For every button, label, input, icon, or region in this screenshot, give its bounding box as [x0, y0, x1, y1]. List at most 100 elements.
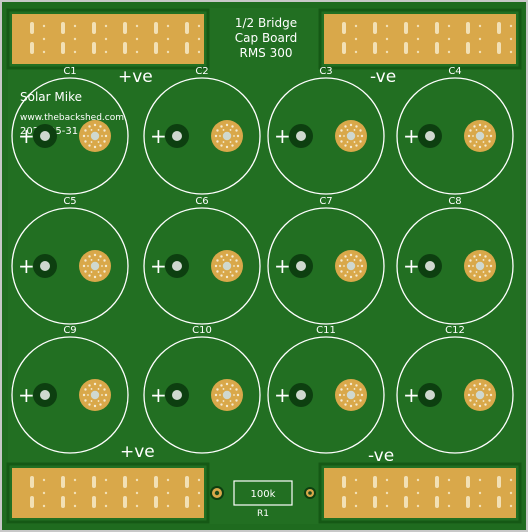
slot-hole: [497, 476, 501, 488]
capacitor-c2: C2+: [143, 66, 261, 195]
slot-hole: [466, 42, 470, 54]
cap-pad-via: [231, 125, 234, 128]
cap-pad-via: [344, 125, 347, 128]
capacitor-ref: C9: [63, 325, 76, 336]
cap-pad-via: [229, 400, 232, 402]
cap-pad-via: [340, 388, 343, 391]
via-dot: [73, 24, 77, 28]
slot-hole: [342, 22, 346, 34]
slot-hole: [404, 22, 408, 34]
busbar-pad-bottom-right: [324, 468, 516, 518]
cap-pad-via: [219, 265, 221, 267]
capacitor-c6: C6+: [143, 196, 261, 325]
author-label: Solar Mike: [20, 90, 82, 104]
cap-pad-via: [349, 145, 353, 149]
cap-pad-positive-hole: [172, 390, 182, 400]
cap-pad-via: [235, 388, 238, 391]
cap-pad-via: [88, 125, 91, 128]
via-dot: [104, 491, 108, 495]
slot-hole: [154, 22, 158, 34]
cap-pad-via: [353, 271, 356, 273]
capacitor-c10: C10+: [143, 325, 261, 454]
cap-pad-via: [482, 259, 485, 261]
cap-pad-via: [99, 274, 102, 277]
slot-hole: [154, 42, 158, 54]
via-dot: [354, 478, 358, 482]
cap-pad-positive-hole: [425, 390, 435, 400]
via-dot: [73, 504, 77, 508]
capacitor-ref: C3: [319, 66, 332, 77]
cap-pad-via: [103, 140, 106, 143]
via-dot: [73, 491, 77, 495]
cap-pad-via: [469, 388, 472, 391]
cap-pad-via: [340, 129, 343, 132]
cap-pad-via: [489, 393, 493, 397]
via-dot: [385, 50, 389, 54]
via-dot: [73, 50, 77, 54]
cap-pad-via: [88, 274, 91, 277]
cap-pad-negative-hole: [222, 131, 232, 141]
cap-pad-via: [344, 403, 347, 406]
capacitor-c8: C8+: [396, 196, 514, 325]
slot-hole: [92, 476, 96, 488]
cap-pad-via: [88, 403, 91, 406]
cap-pad-via: [103, 399, 106, 402]
cap-pad-via: [93, 123, 97, 127]
via-dot: [478, 50, 482, 54]
resistor-value: 100k: [251, 489, 276, 500]
cap-pad-via: [472, 135, 474, 137]
slot-hole: [61, 42, 65, 54]
via-dot: [42, 504, 46, 508]
via-dot: [447, 50, 451, 54]
polarity-plus-mark: +: [403, 254, 420, 278]
capacitor-outline: [267, 207, 385, 325]
cap-pad-via: [473, 384, 476, 387]
slot-hole: [466, 476, 470, 488]
cap-pad-via: [229, 259, 232, 261]
cap-pad-negative-hole: [475, 390, 485, 400]
via-dot: [42, 478, 46, 482]
capacitor-c3: C3+: [267, 66, 385, 195]
cap-pad-via: [346, 388, 349, 390]
cap-pad-via: [355, 125, 358, 128]
polarity-plus-mark: +: [18, 254, 35, 278]
slot-hole: [435, 476, 439, 488]
via-dot: [73, 478, 77, 482]
slot-hole: [435, 22, 439, 34]
cap-pad-via: [482, 400, 485, 402]
cap-pad-via: [357, 135, 359, 137]
busbar-outline-bottom-left: [6, 462, 210, 524]
cap-pad-via: [82, 134, 86, 138]
cap-pad-via: [220, 274, 223, 277]
capacitor-outline: [11, 336, 129, 454]
cap-pad-via: [346, 400, 349, 402]
cap-pad-via: [90, 271, 93, 273]
capacitor-c12: C12+: [396, 325, 514, 454]
cap-pad-via: [484, 403, 487, 406]
cap-pad-via: [88, 384, 91, 387]
capacitor-ref: C5: [63, 196, 76, 207]
cap-pad-via: [216, 140, 219, 143]
cap-pad-via: [225, 404, 229, 408]
capacitor-outline: [143, 77, 261, 195]
cap-pad-via: [214, 393, 218, 397]
cap-pad-via: [355, 274, 358, 277]
via-dot: [354, 50, 358, 54]
slot-hole: [185, 42, 189, 54]
cap-pad-via: [344, 144, 347, 147]
via-dot: [509, 37, 513, 41]
cap-pad-via: [338, 393, 342, 397]
slot-hole: [154, 496, 158, 508]
cap-pad-via: [478, 382, 482, 386]
via-dot: [447, 478, 451, 482]
cap-pad-via: [216, 270, 219, 273]
cap-pad-via: [231, 274, 234, 277]
cap-pad-via: [489, 264, 493, 268]
capacitor-ref: C10: [192, 325, 212, 336]
slot-hole: [497, 22, 501, 34]
busbar-slot-holes: [30, 22, 513, 508]
cap-pad-via: [229, 271, 232, 273]
slot-hole: [342, 42, 346, 54]
cap-pad-via: [222, 259, 225, 261]
cap-pad-via: [475, 141, 478, 143]
